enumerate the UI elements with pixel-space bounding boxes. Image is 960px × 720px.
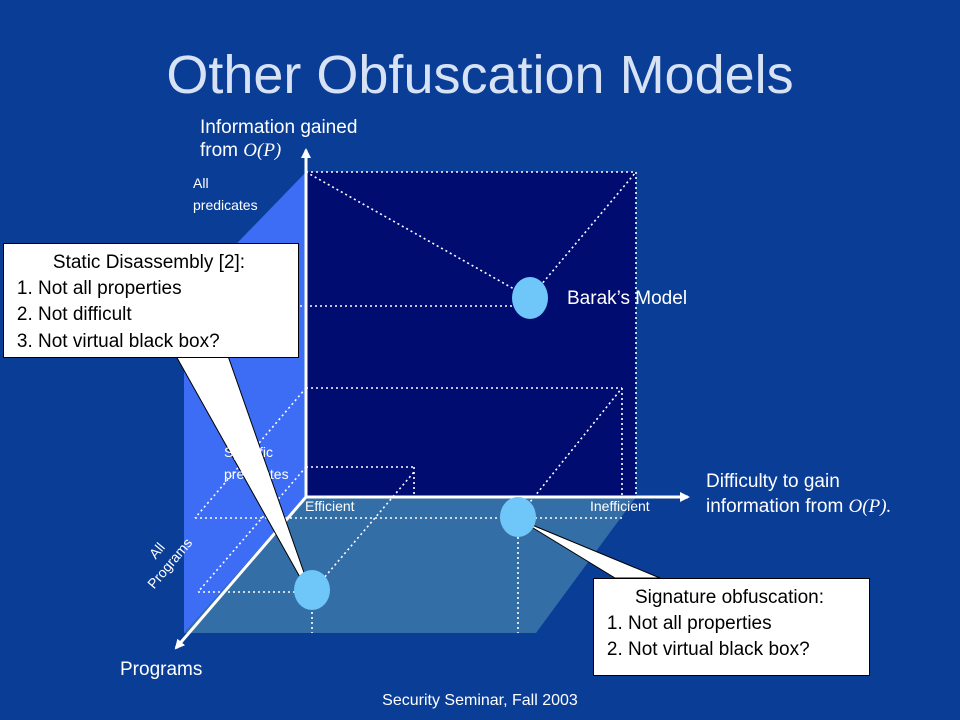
list-item: Not virtual black box? — [38, 329, 294, 355]
vertical-axis-title-line2: from O(P) — [200, 140, 357, 163]
static-callout-list: Not all properties Not difficult Not vir… — [4, 276, 294, 355]
list-item: Not all properties — [628, 611, 865, 637]
specific-predicates-line2: predicates — [224, 465, 289, 482]
horizontal-axis-title: Difficulty to gain information from O(P)… — [706, 470, 891, 519]
all-predicates-line2: predicates — [193, 197, 258, 214]
back-wall-plane — [306, 172, 636, 497]
all-predicates-line1: All — [193, 175, 209, 191]
depth-axis-title: Programs — [120, 659, 203, 680]
horizontal-axis-math: O(P). — [848, 495, 892, 517]
specific-predicates-label: Specific predicates — [224, 442, 289, 485]
efficient-label: Efficient — [305, 498, 355, 514]
signature-callout-heading: Signature obfuscation: — [634, 587, 825, 608]
list-item: Not virtual black box? — [628, 637, 865, 663]
horizontal-axis-title-line1: Difficulty to gain — [706, 471, 840, 492]
list-item: Not all properties — [38, 276, 294, 302]
vertical-axis-title-line1: Information gained — [200, 117, 358, 138]
static-callout-heading: Static Disassembly [2]: — [52, 252, 246, 273]
horizontal-axis-title-prefix: information from — [706, 495, 849, 517]
inefficient-label: Inefficient — [590, 498, 650, 514]
static-disassembly-callout: Static Disassembly [2]: Not all properti… — [3, 243, 299, 358]
vertical-axis-math: O(P) — [243, 139, 282, 161]
signature-obfuscation-callout: Signature obfuscation: Not all propertie… — [593, 578, 870, 676]
signature-callout-list: Not all properties Not virtual black box… — [594, 611, 865, 663]
vertical-axis-title-prefix: from — [200, 139, 244, 161]
signature-obfuscation-point — [500, 497, 536, 537]
static-disassembly-point — [294, 570, 330, 610]
page-title: Other Obfuscation Models — [166, 45, 794, 105]
horizontal-axis-title-line2: information from O(P). — [706, 495, 891, 520]
slide-footer: Security Seminar, Fall 2003 — [382, 692, 578, 709]
barak-model-point — [512, 277, 548, 319]
specific-predicates-line1: Specific — [224, 444, 274, 460]
vertical-axis-title: Information gained from O(P) — [200, 117, 357, 163]
barak-model-label: Barak’s Model — [567, 288, 688, 309]
all-predicates-label: All predicates — [193, 172, 258, 217]
list-item: Not difficult — [38, 302, 294, 328]
